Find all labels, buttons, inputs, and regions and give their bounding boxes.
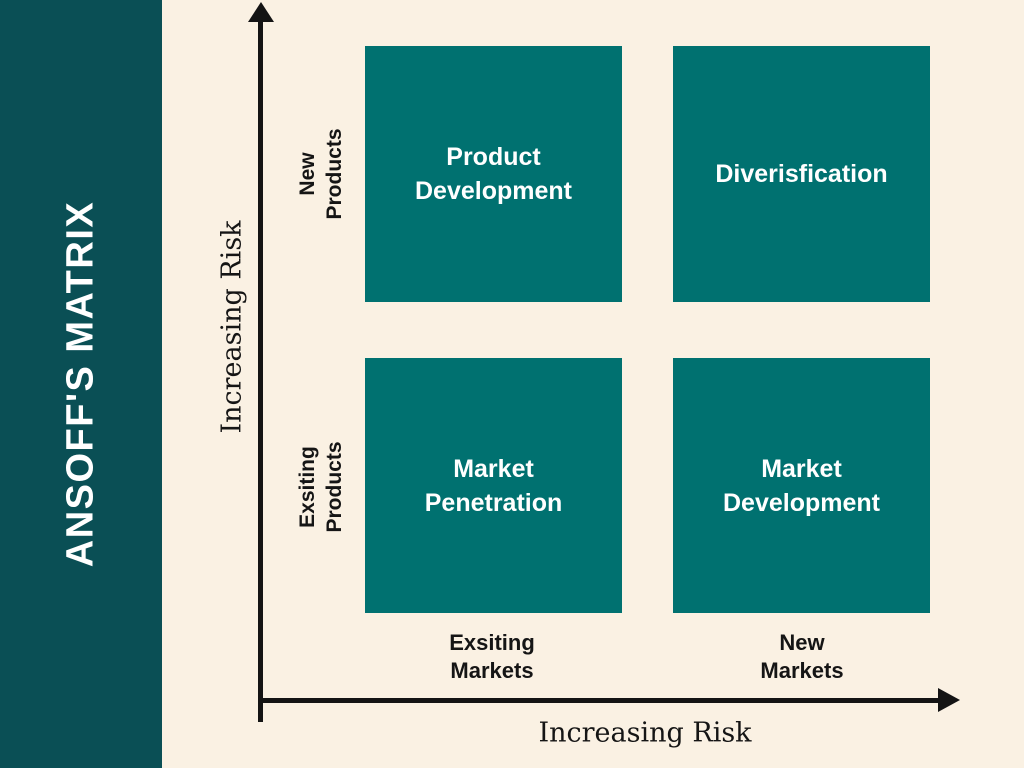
x-axis-label: Increasing Risk <box>538 717 752 749</box>
quadrant-market-development: Market Development <box>673 358 930 613</box>
quadrant-product-development-label: Product Development <box>415 143 572 205</box>
quadrant-diversification: Diverisfication <box>673 46 930 302</box>
col-label-new-markets: New Markets <box>760 630 844 683</box>
row-label-new-products: New Products <box>296 128 346 220</box>
quadrant-diversification-label: Diverisfication <box>715 160 888 188</box>
sidebar: ANSOFF'S MATRIX <box>0 0 162 768</box>
up-arrow-icon <box>248 2 274 22</box>
quadrant-market-penetration: Market Penetration <box>365 358 622 613</box>
quadrant-market-penetration-label: Market Penetration <box>424 454 563 517</box>
page-title: ANSOFF'S MATRIX <box>59 200 102 568</box>
col-label-existing-markets: Exsiting Markets <box>449 630 535 683</box>
right-arrow-icon <box>938 688 960 712</box>
y-axis-line <box>258 16 263 722</box>
quadrant-market-development-label: Market Development <box>723 454 880 517</box>
x-axis-line <box>258 698 942 703</box>
row-label-existing-products: Exsiting Products <box>296 441 346 533</box>
quadrant-product-development: Product Development <box>365 46 622 302</box>
y-axis-label: Increasing Risk <box>216 220 248 434</box>
